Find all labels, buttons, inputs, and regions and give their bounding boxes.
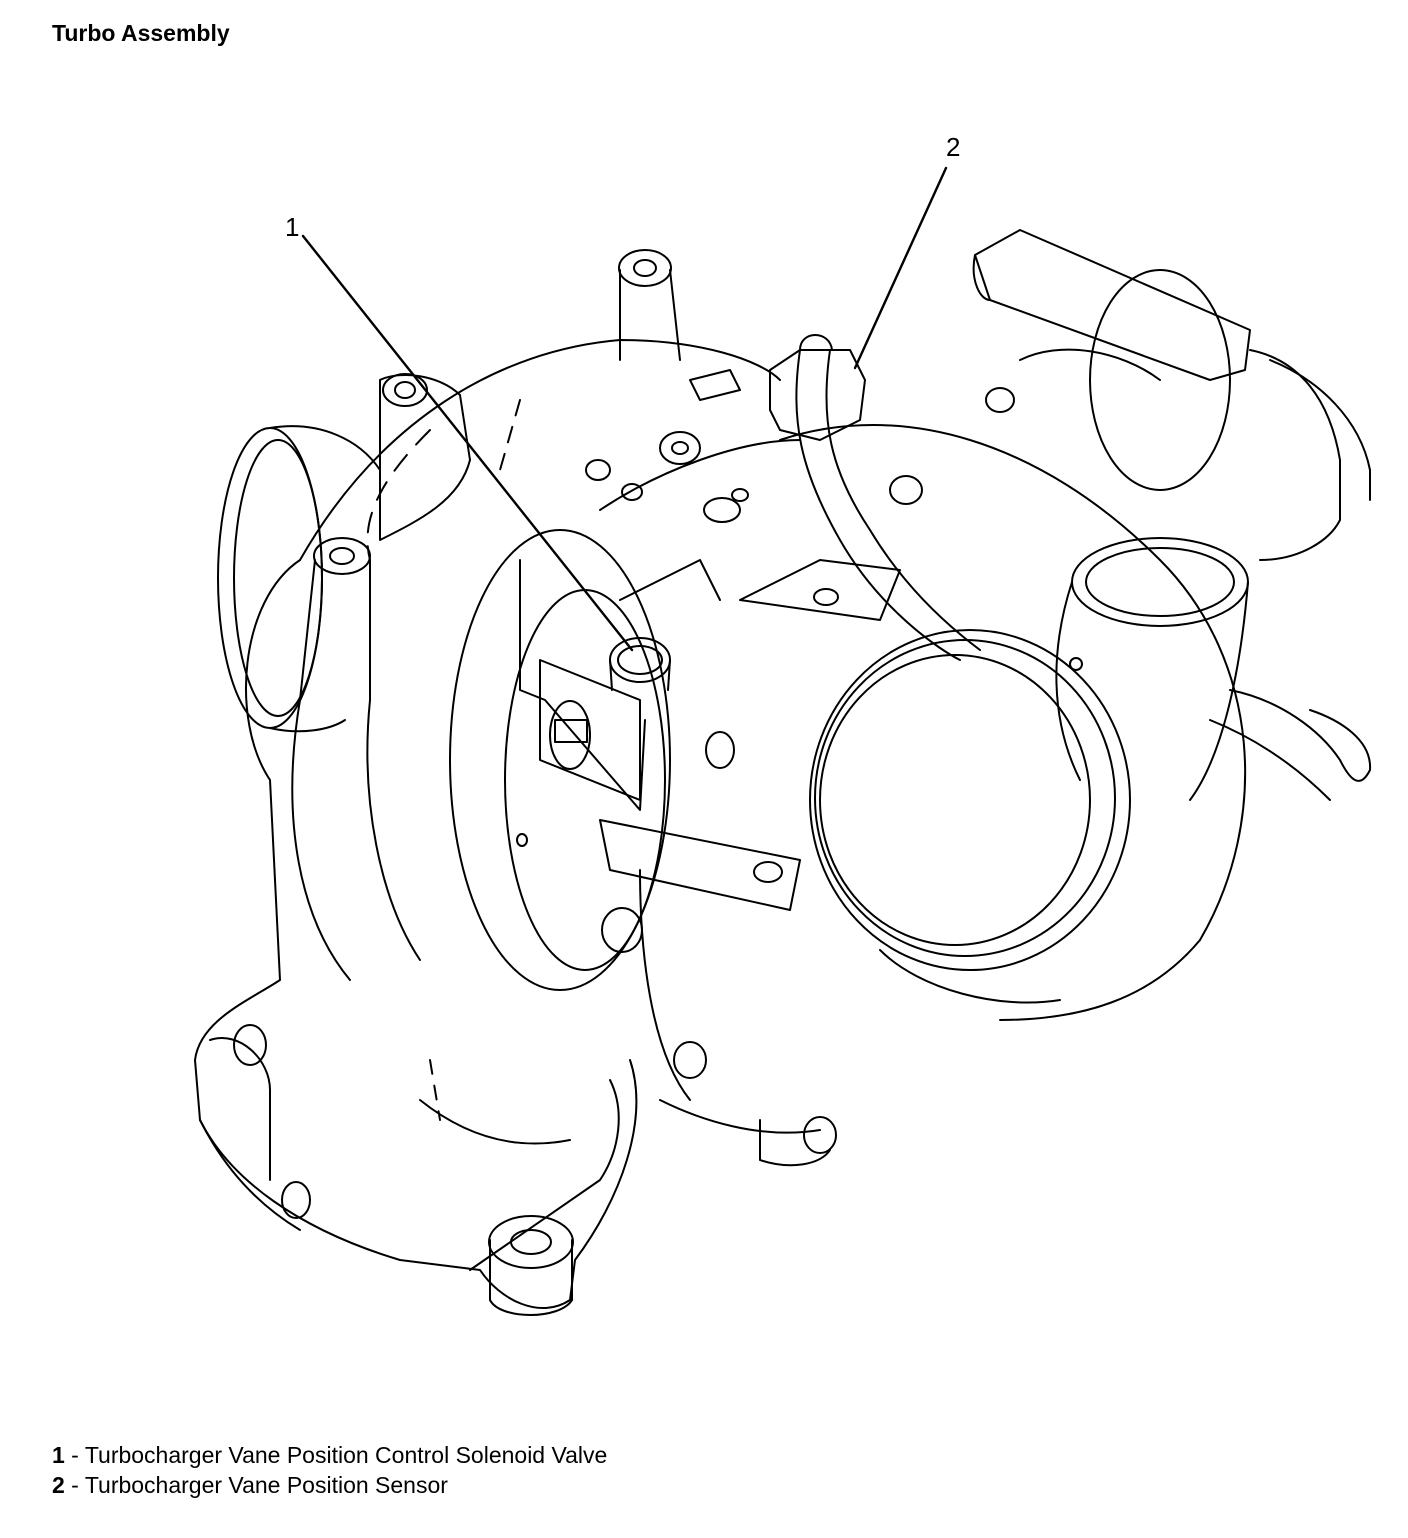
leader-line-2 [853, 166, 948, 370]
diagram-title: Turbo Assembly [52, 20, 230, 46]
legend-number-1: 1 [52, 1442, 65, 1468]
legend-number-2: 2 [52, 1472, 65, 1498]
vane-position-sensor [739, 334, 981, 661]
legend-separator-1: - [64, 1442, 85, 1468]
turbine-housing [194, 249, 781, 1316]
compressor-outlet [1055, 537, 1249, 801]
fasteners [585, 369, 1083, 671]
legend-separator-2: - [64, 1472, 85, 1498]
legend-item-1: 1 - Turbocharger Vane Position Control S… [52, 1440, 607, 1470]
turbine-inlet-flange [217, 425, 381, 733]
legend-label-2: Turbocharger Vane Position Sensor [84, 1472, 448, 1498]
vane-actuator [972, 229, 1372, 801]
callout-number-2: 2 [946, 132, 960, 162]
compressor-housing [659, 424, 1247, 1167]
leader-line-1 [301, 234, 634, 652]
legend-label-1: Turbocharger Vane Position Control Solen… [84, 1442, 608, 1468]
vane-position-solenoid-valve [539, 637, 671, 801]
leader-lines [301, 166, 948, 652]
bearing-housing [449, 439, 801, 1101]
callout-number-1: 1 [285, 212, 299, 242]
callout-legend: 1 - Turbocharger Vane Position Control S… [52, 1440, 607, 1500]
legend-item-2: 2 - Turbocharger Vane Position Sensor [52, 1470, 607, 1500]
